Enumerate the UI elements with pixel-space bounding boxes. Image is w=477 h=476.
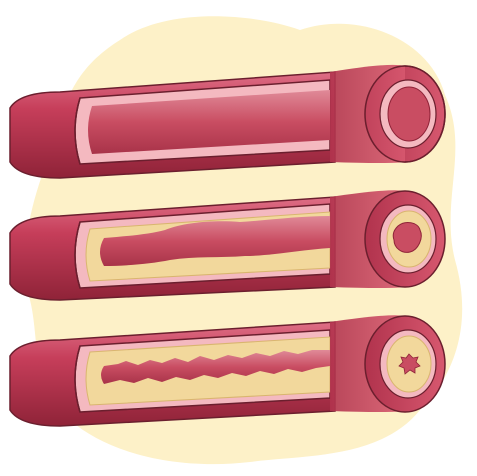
artery-normal (10, 65, 445, 178)
lumen-opening (388, 87, 430, 141)
lumen-opening (393, 223, 421, 253)
